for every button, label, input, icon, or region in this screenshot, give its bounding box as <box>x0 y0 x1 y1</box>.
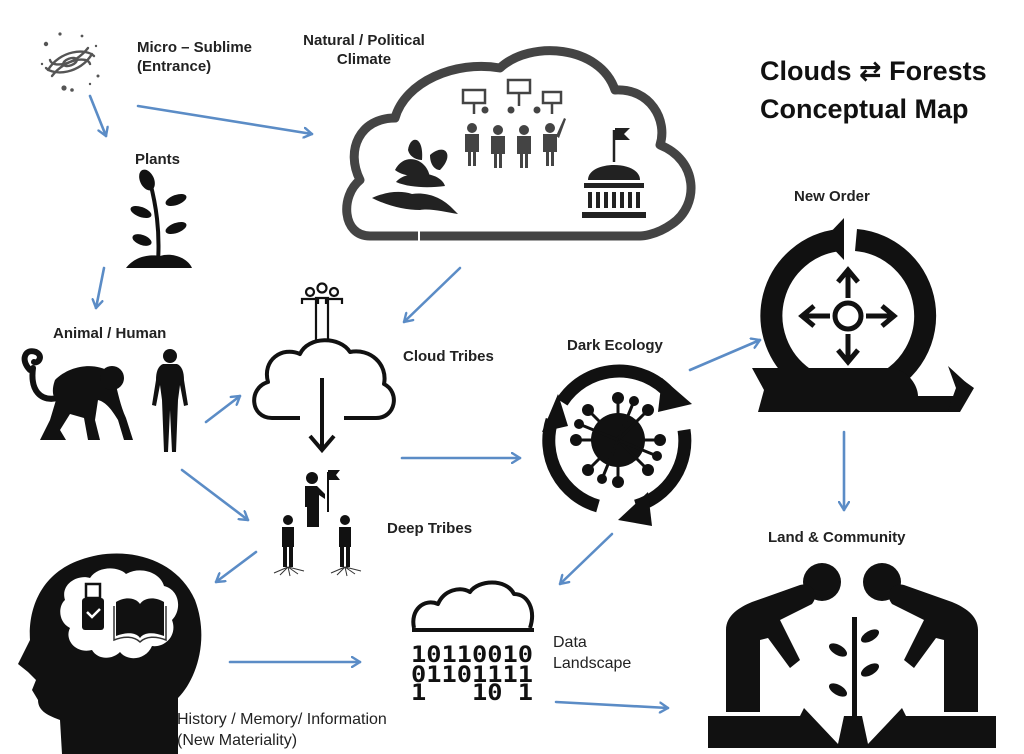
arrow-micro-sublime-to-natural-political <box>136 104 314 134</box>
plants-label: Plants <box>135 151 181 168</box>
history-memory-label: History / Memory/ Information (New Mater… <box>177 709 387 751</box>
arrow-micro-sublime-to-plants <box>88 94 106 138</box>
natural-political-label: Natural / Political Climate <box>286 31 442 69</box>
animal-human-label: Animal / Human <box>53 325 167 342</box>
hand-plant-icon <box>372 139 458 214</box>
virus-cycle-icon <box>542 364 692 526</box>
protest-crowd-icon <box>461 78 566 168</box>
binary-row-3: 1 10 1 <box>411 681 533 706</box>
arrow-animal-human-to-deep-tribes <box>180 468 250 522</box>
galaxy-icon <box>40 32 100 92</box>
binary-row-1: 10110010 <box>411 643 533 668</box>
usb-drive-icon <box>82 582 104 630</box>
data-landscape-label-line1: Data <box>553 634 587 651</box>
diagram-title: Clouds ⇄ Forests Conceptual Map <box>760 52 987 128</box>
arrow-animal-human-to-cloud-tribes <box>204 394 242 424</box>
diagram-title-line1: Clouds ⇄ Forests <box>760 56 987 86</box>
data-landscape-label: Data Landscape <box>553 632 631 674</box>
cloud-with-protest-plant-capitol-icon <box>342 46 696 241</box>
land-community-label: Land & Community <box>768 529 906 546</box>
new-order-label: New Order <box>794 188 870 205</box>
data-landscape-label-line2: Landscape <box>553 655 632 672</box>
plant-sprout-icon <box>126 169 192 268</box>
micro-sublime-label-line1: Micro – Sublime <box>137 39 253 56</box>
arrow-data-landscape-to-land-community <box>554 700 670 708</box>
cloud-download-group-icon <box>252 282 396 454</box>
human-silhouette-icon <box>152 349 188 452</box>
micro-sublime-label-line2: (Entrance) <box>137 58 212 75</box>
arrow-dark-ecology-to-data-landscape <box>558 532 614 586</box>
arrow-deep-tribes-to-history-memory <box>214 550 258 584</box>
binary-row-2: 01101111 <box>411 663 533 688</box>
monkey-icon <box>21 348 133 440</box>
micro-sublime-label: Micro – Sublime (Entrance) <box>137 38 252 76</box>
dark-ecology-label: Dark Ecology <box>567 337 663 354</box>
capitol-building-icon <box>582 128 646 218</box>
rooted-people-flag-icon <box>273 470 362 577</box>
diagram-title-line2: Conceptual Map <box>760 94 969 124</box>
history-memory-label-line2: (New Materiality) <box>177 732 298 749</box>
natural-political-label-line2: Climate <box>336 51 392 68</box>
arrow-plants-to-animal-human <box>96 266 106 310</box>
history-memory-label-line1: History / Memory/ Information <box>177 711 387 728</box>
arrow-natural-political-to-cloud-tribes <box>402 266 462 324</box>
head-brain-usb-book-icon <box>18 553 202 754</box>
arrow-dark-ecology-to-new-order <box>688 340 762 372</box>
binary-cloud-icon: 10110010 01101111 1 10 1 <box>411 580 534 706</box>
deep-tribes-label: Deep Tribes <box>387 520 473 537</box>
cloud-tribes-label: Cloud Tribes <box>403 348 494 365</box>
people-planting-icon <box>708 563 996 748</box>
cycle-directions-icon <box>752 218 974 412</box>
open-book-icon <box>113 598 167 644</box>
natural-political-label-line1: Natural / Political <box>303 32 425 49</box>
